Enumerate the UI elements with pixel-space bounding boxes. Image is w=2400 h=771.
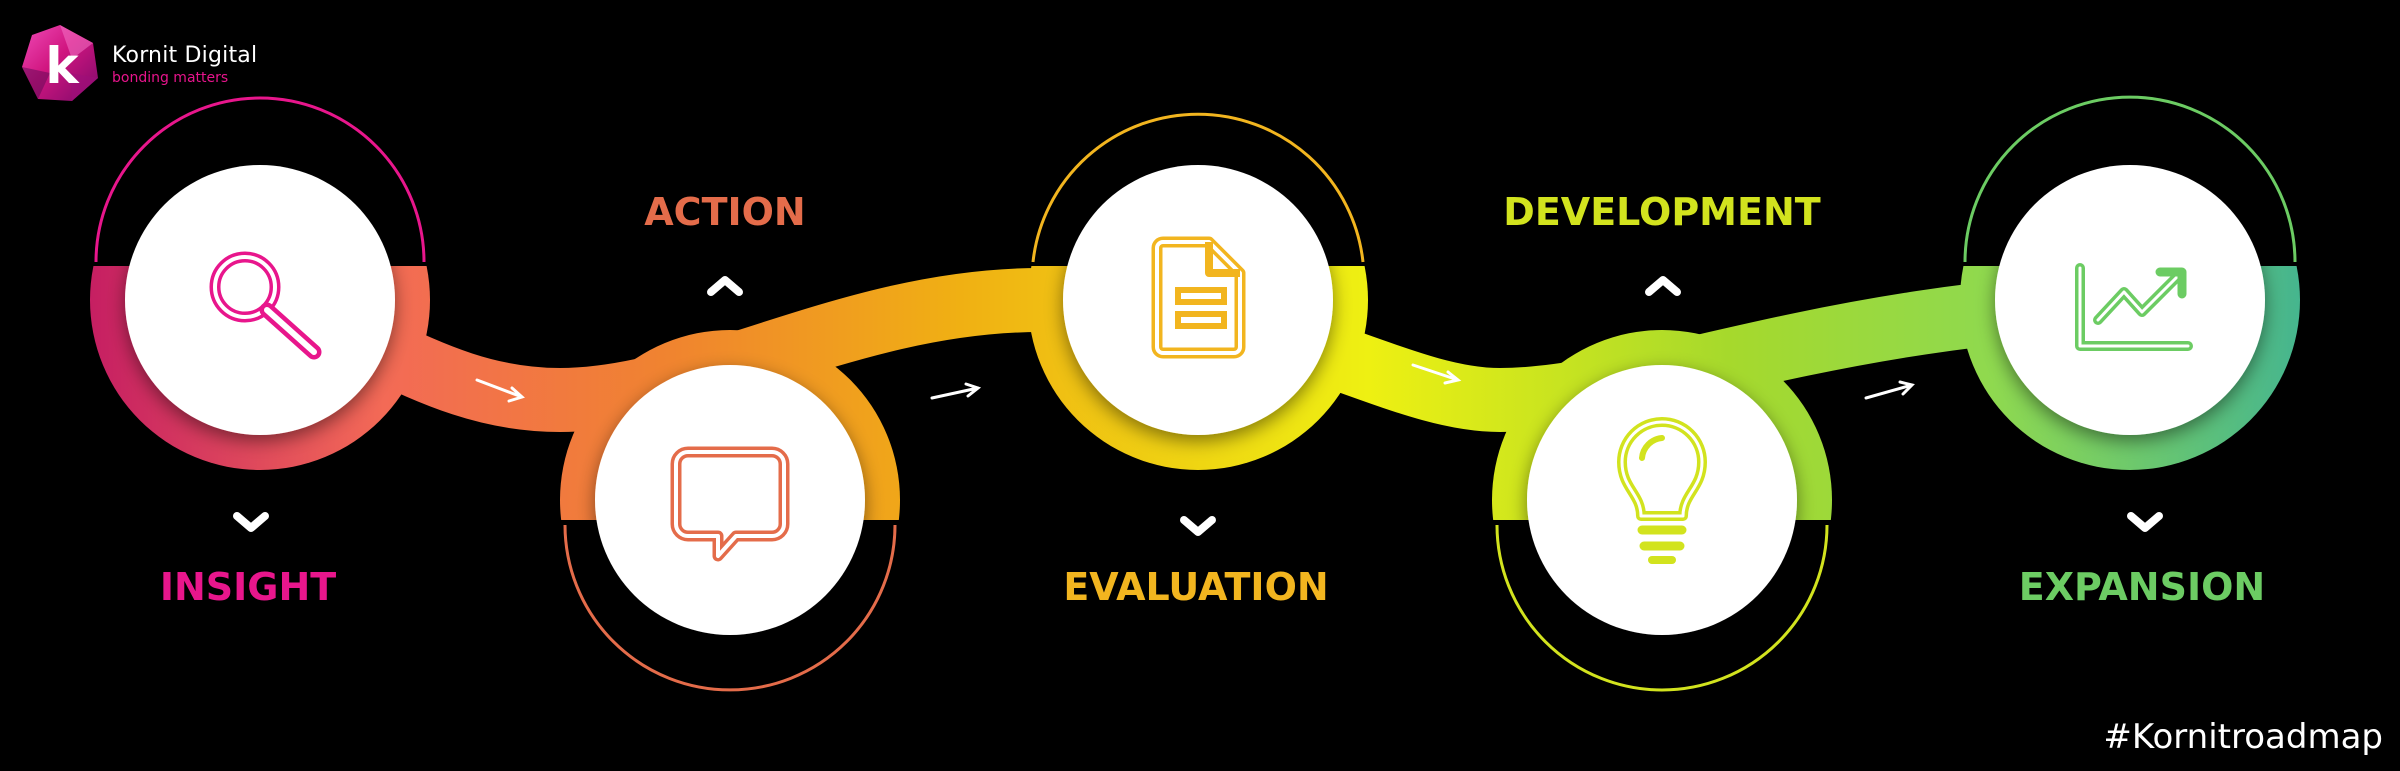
step-evaluation: EVALUATION [1028,112,1368,609]
white-disc [595,365,865,635]
lightbulb-icon [1617,417,1707,564]
chevron-down-icon [233,512,269,532]
step-label-insight: INSIGHT [160,565,336,609]
growth-chart-icon [2075,263,2193,351]
hashtag-caption: #Kornitroadmap [2103,717,2383,757]
flow-arrow-icon [1864,380,1915,400]
brand-text: Kornit Digital bonding matters [112,43,258,86]
step-development: DEVELOPMENT [1492,190,1832,692]
outer-arc [563,524,897,692]
step-label-action: ACTION [644,190,805,234]
svg-text:k: k [45,37,80,95]
chevron-up-icon [1645,276,1681,296]
document-icon [1151,236,1246,359]
outer-arc [1031,112,1365,263]
kornit-k-icon: k [22,25,98,101]
magnifier-icon [209,251,322,360]
white-disc [125,165,395,435]
step-action: ACTION [560,190,900,692]
step-insight: INSIGHT [90,96,430,609]
step-label-evaluation: EVALUATION [1063,565,1328,609]
brand-tagline: bonding matters [112,70,229,86]
outer-arc [94,96,426,263]
chevron-up-icon [707,276,743,296]
step-label-development: DEVELOPMENT [1503,190,1820,234]
speech-bubble-icon [670,446,790,562]
outer-arc [1495,524,1829,692]
brand-name: Kornit Digital [112,43,258,68]
step-label-expansion: EXPANSION [2019,565,2265,609]
kornit-logo: k Kornit Digital bonding matters [20,18,260,108]
step-expansion: EXPANSION [1960,95,2300,609]
flow-arrow-icon [930,382,982,400]
flow-arrow-icon [475,378,525,403]
flow-arrow-icon [1411,363,1462,385]
chevron-down-icon [2127,512,2163,532]
chevron-down-icon [1180,516,1216,536]
outer-arc [1963,95,2297,263]
white-disc [1527,365,1797,635]
